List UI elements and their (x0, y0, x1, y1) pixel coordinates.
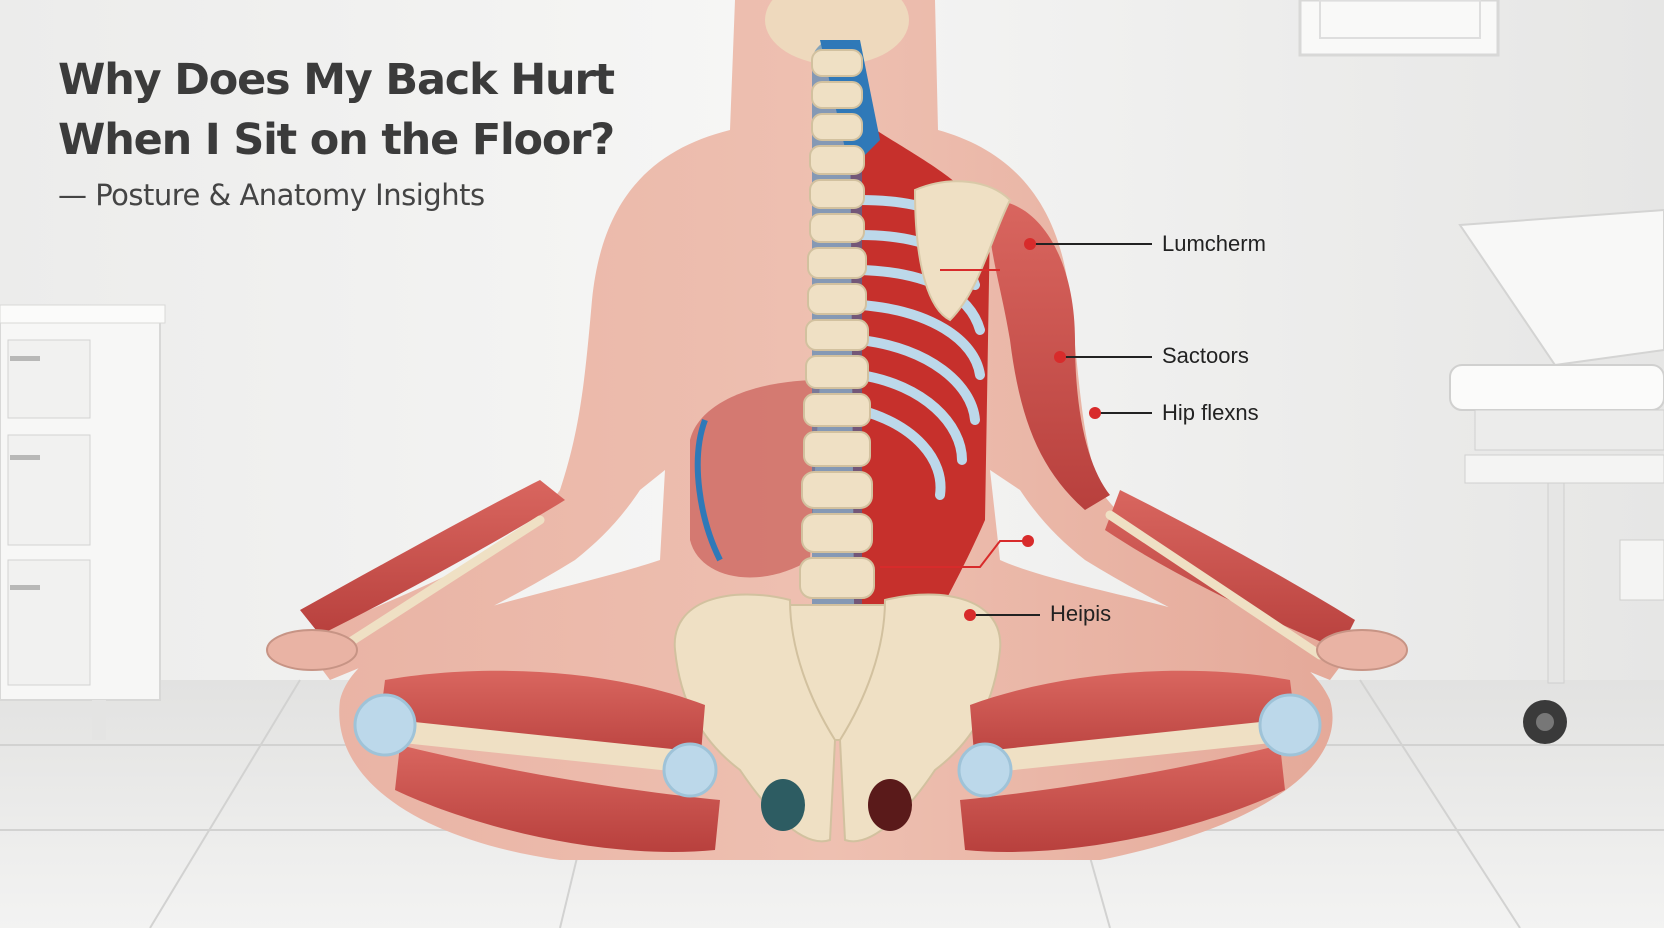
wall-frame (1298, 0, 1500, 57)
callout-line (880, 540, 1028, 568)
spine (783, 40, 892, 741)
callout-marker (1054, 351, 1066, 363)
callout-marker (1089, 407, 1101, 419)
pelvis (673, 593, 1002, 843)
callout-label-hip-flexns: Hip flexns (1162, 400, 1259, 425)
callout-label-heipis: Heipis (1050, 601, 1112, 626)
callout-label-sactoors: Sactoors (1162, 343, 1249, 368)
callout-pointers (880, 238, 1152, 621)
callout-marker (964, 609, 976, 621)
arm-muscles (266, 200, 1408, 671)
headline-subtitle: — Posture & Anatomy Insights (58, 178, 485, 212)
callout-marker (1024, 238, 1036, 250)
headline: Why Does My Back Hurt When I Sit on the … (58, 50, 615, 212)
callout-label-lumcherm: Lumcherm (1162, 231, 1266, 256)
exam-bed (1449, 208, 1664, 744)
cabinet (0, 304, 166, 740)
headline-line-1: Why Does My Back Hurt (58, 55, 615, 105)
headline-line-2: When I Sit on the Floor? (58, 115, 615, 165)
callout-marker (1022, 535, 1034, 547)
legs (353, 670, 1322, 852)
